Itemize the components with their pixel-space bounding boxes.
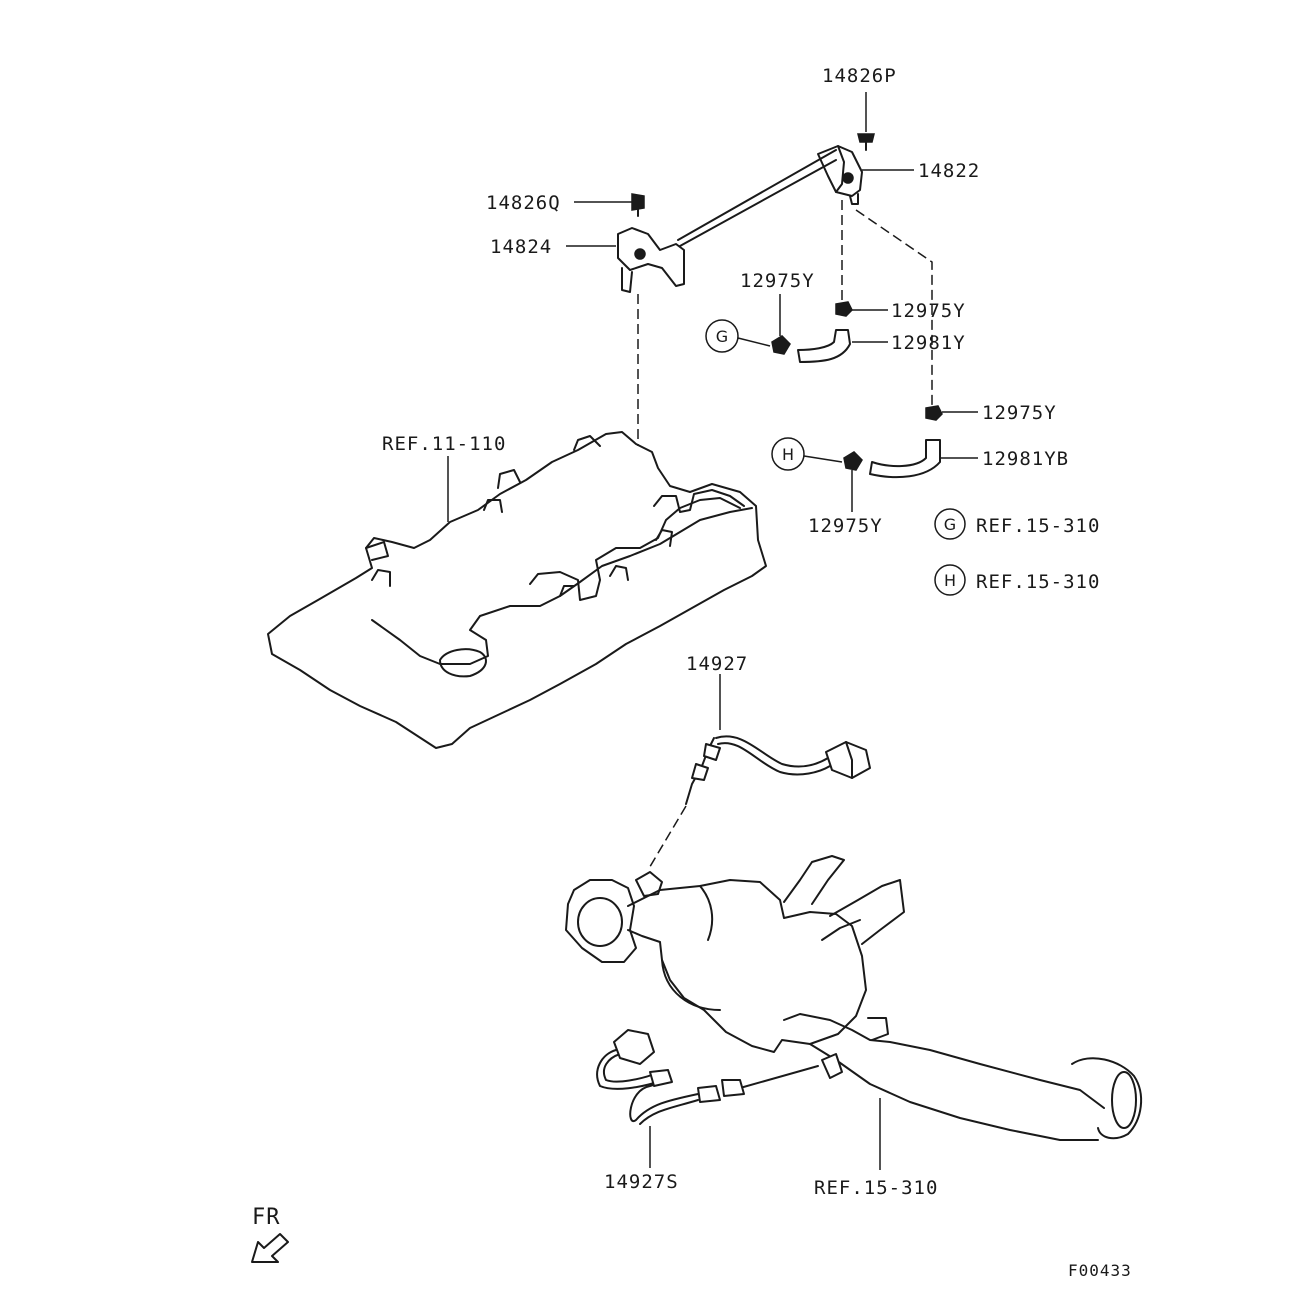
callout-g: G [705, 319, 771, 353]
sensor-14927 [647, 674, 871, 871]
clip-12975Y-d [843, 451, 863, 512]
legend-g: G [934, 508, 966, 540]
bolt-14826P [857, 92, 875, 151]
label-14927S: 14927S [604, 1171, 679, 1193]
label-fr: FR [252, 1205, 281, 1230]
clip-12975Y-c [925, 405, 978, 421]
front-arrow-icon [251, 1233, 289, 1263]
label-ref-g: REF.15-310 [976, 515, 1100, 537]
sensor-14927S [596, 1029, 819, 1168]
clip-12975Y-b [835, 301, 888, 317]
label-ref-h: REF.15-310 [976, 571, 1100, 593]
callout-h: H [771, 437, 843, 471]
hose-12981YB [869, 439, 978, 479]
legend-h-letter: H [944, 571, 956, 590]
legend-h: H [934, 564, 966, 596]
callout-h-letter: H [782, 445, 794, 464]
label-12975Y-d: 12975Y [808, 515, 883, 537]
bracket-14822 [817, 145, 914, 205]
bracket-rod [677, 149, 837, 247]
dash-14822-clip-c [855, 209, 933, 406]
label-12975Y-a: 12975Y [740, 270, 815, 292]
label-12975Y-b: 12975Y [891, 300, 966, 322]
valve-cover [267, 431, 767, 749]
label-14822: 14822 [918, 160, 980, 182]
label-14826P: 14826P [822, 65, 897, 87]
label-12981Y: 12981Y [891, 332, 966, 354]
bracket-14824 [566, 227, 685, 293]
label-14826Q: 14826Q [486, 192, 561, 214]
label-12975Y-c: 12975Y [982, 402, 1057, 424]
label-figure-code: F00433 [1068, 1261, 1132, 1280]
label-ref-11-110: REF.11-110 [382, 433, 506, 455]
hose-12981Y [797, 329, 888, 363]
label-14927: 14927 [686, 653, 748, 675]
clip-12975Y-a [771, 294, 791, 355]
turbo-exhaust [565, 855, 1143, 1170]
label-12981YB: 12981YB [982, 448, 1069, 470]
label-ref-15-310-bottom: REF.15-310 [814, 1177, 938, 1199]
legend-g-letter: G [944, 515, 956, 534]
callout-g-letter: G [716, 327, 728, 346]
bolt-14826Q [574, 193, 645, 217]
label-14824: 14824 [490, 236, 552, 258]
